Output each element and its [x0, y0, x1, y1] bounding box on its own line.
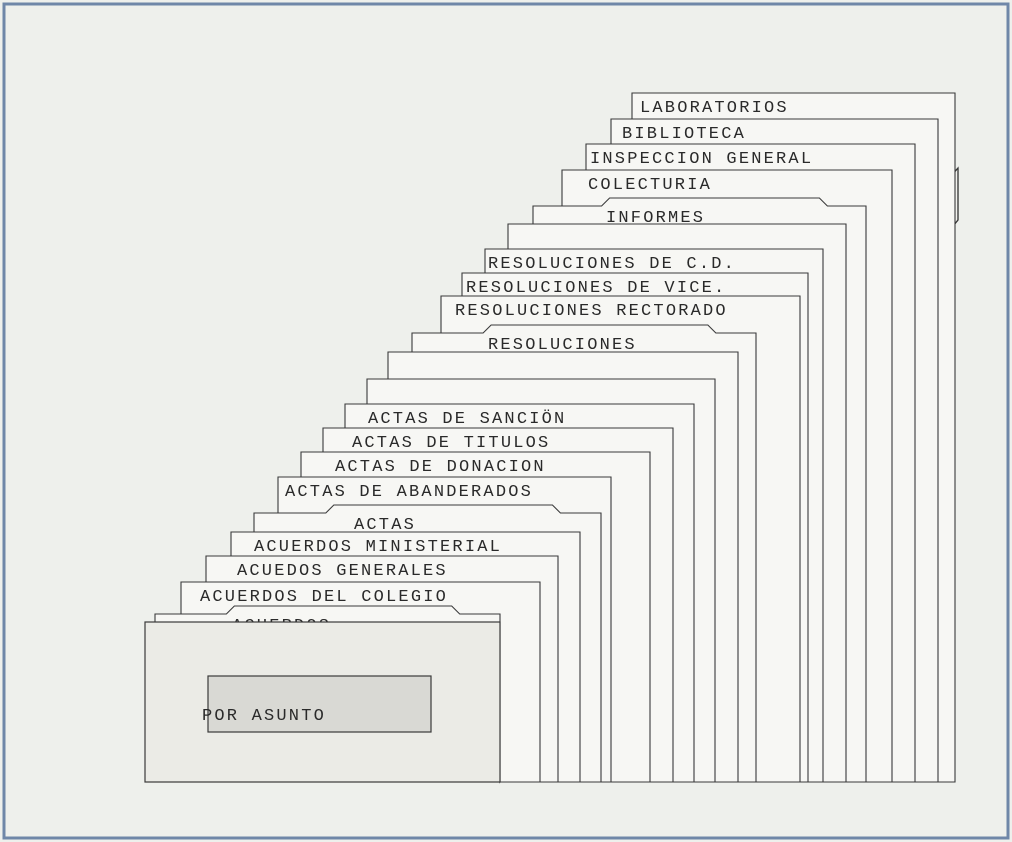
- card-label-actas-de-abanderados: ACTAS DE ABANDERADOS: [285, 483, 533, 502]
- card-label-colecturia: COLECTURIA: [588, 176, 712, 195]
- card-label-acuerdos-del-colegio: ACUERDOS DEL COLEGIO: [200, 588, 448, 607]
- card-label-resoluciones-de-vice: RESOLUCIONES DE VICE.: [466, 279, 726, 298]
- card-label-acuerdos-ministerial: ACUERDOS MINISTERIAL: [254, 538, 502, 557]
- card-label-acuedos-generales: ACUEDOS GENERALES: [237, 562, 448, 581]
- card-label-actas-de-sanci-n: ACTAS DE SANCIÖN: [368, 409, 566, 429]
- card-label-resoluciones-rectorado: RESOLUCIONES RECTORADO: [455, 302, 728, 321]
- front-box: POR ASUNTO: [145, 622, 500, 782]
- card-label-actas-de-titulos: ACTAS DE TITULOS: [352, 434, 550, 453]
- card-label-biblioteca: BIBLIOTECA: [622, 125, 746, 144]
- card-label-laboratorios: LABORATORIOS: [640, 99, 789, 118]
- front-label: POR ASUNTO: [202, 707, 326, 726]
- card-label-actas-de-donacion: ACTAS DE DONACION: [335, 458, 546, 477]
- card-label-inspeccion-general: INSPECCION GENERAL: [590, 150, 813, 169]
- card-label-resoluciones-de-c-d: RESOLUCIONES DE C.D.: [488, 255, 736, 274]
